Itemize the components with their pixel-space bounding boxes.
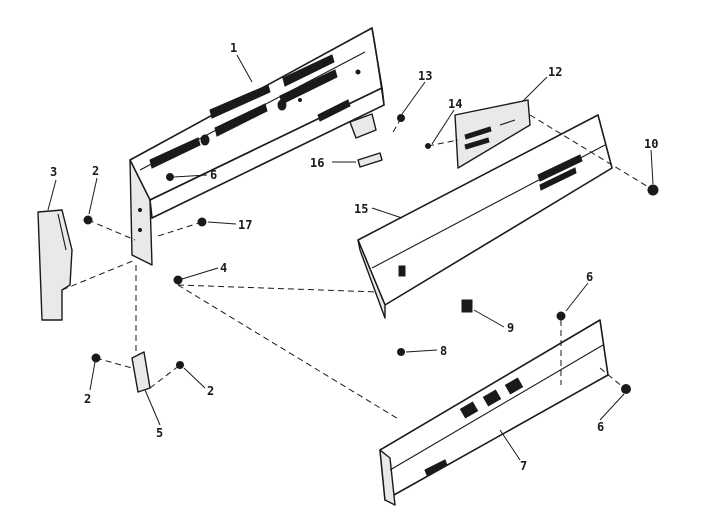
callout-9: 9 <box>507 321 514 335</box>
screw-6-b <box>556 311 566 321</box>
part-5-bracket <box>131 351 151 393</box>
callout-6-right: 6 <box>586 270 593 284</box>
callout-labels: 1 2 3 6 17 4 2 5 2 13 14 12 16 15 10 9 8… <box>50 41 658 473</box>
callout-1: 1 <box>230 41 237 55</box>
callout-17: 17 <box>238 218 252 232</box>
part-16-bracket <box>357 152 383 168</box>
callout-6-lower: 6 <box>597 420 604 434</box>
part-1-backguard-panel <box>129 27 385 266</box>
screw-6-c <box>621 384 631 394</box>
callout-14: 14 <box>448 97 462 111</box>
callout-8: 8 <box>440 344 447 358</box>
callout-7: 7 <box>520 459 527 473</box>
part-12-switch-bracket <box>454 99 531 169</box>
callout-13: 13 <box>418 69 432 83</box>
part-7-lower-panel <box>379 319 609 506</box>
callout-4: 4 <box>220 261 227 275</box>
part-15-control-panel <box>357 114 613 319</box>
leader-lines <box>47 54 654 461</box>
callout-2-right: 2 <box>207 384 214 398</box>
part-3-side-trim <box>37 209 73 321</box>
callout-3: 3 <box>50 165 57 179</box>
callout-15: 15 <box>354 202 368 216</box>
assembly-lines <box>61 114 651 421</box>
clip-9 <box>461 299 473 313</box>
screw-8 <box>397 348 405 356</box>
callout-10: 10 <box>644 137 658 151</box>
callout-6-upper: 6 <box>210 168 217 182</box>
callout-16: 16 <box>310 156 324 170</box>
callout-2-left: 2 <box>84 392 91 406</box>
callout-5: 5 <box>156 426 163 440</box>
callout-12: 12 <box>548 65 562 79</box>
screw-4 <box>173 275 183 285</box>
callout-2-top: 2 <box>92 164 99 178</box>
panel-mount-bracket <box>349 113 377 139</box>
knob-10 <box>647 184 659 196</box>
screw-6-a <box>166 173 174 181</box>
